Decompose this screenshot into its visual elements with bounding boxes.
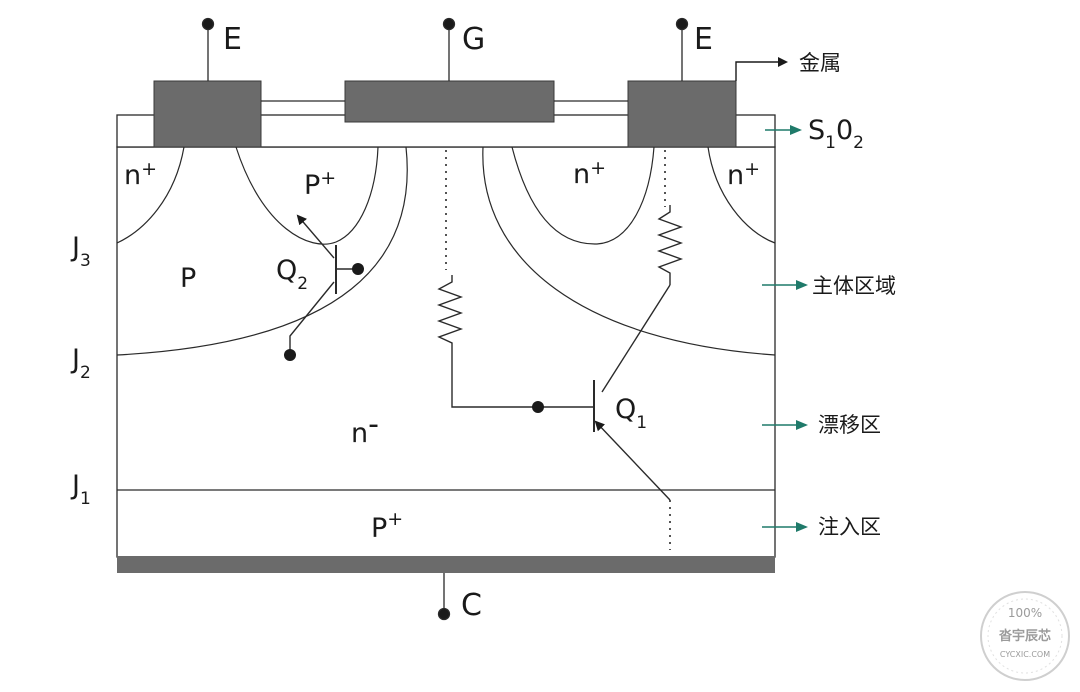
- q1-base-node: [532, 401, 544, 413]
- q2-base-node: [352, 263, 364, 275]
- device-outline: [116, 146, 776, 558]
- body-resistor: [656, 205, 684, 285]
- equivalent-circuit: [289, 205, 684, 501]
- j2-label: J2: [70, 344, 91, 383]
- j3-label: J3: [70, 232, 91, 271]
- body-region-callout-label: 主体区域: [812, 274, 896, 298]
- injection-region-callout-label: 注入区: [818, 515, 881, 539]
- terminal-leads: [201, 17, 689, 621]
- emitter-left-label: E: [223, 22, 242, 57]
- oxide-callout-label: S102: [808, 115, 864, 153]
- gate-label: G: [462, 22, 485, 57]
- emitter-metal-right: [627, 80, 737, 148]
- watermark-site: CYCXIC.COM: [1000, 650, 1050, 659]
- metal-callout-arrow: [735, 57, 788, 81]
- emitter-metal-left: [153, 80, 262, 148]
- n-drift-label: n-: [351, 407, 379, 449]
- q2-collector-node: [284, 349, 296, 361]
- metal-callout-label: 金属: [799, 51, 841, 75]
- q1-label: Q1: [615, 394, 647, 433]
- watermark-percent: 100%: [1008, 606, 1042, 620]
- gate-electrode: [344, 80, 555, 123]
- watermark-seal: 100% 沓宇辰芯 CYCXIC.COM: [980, 591, 1070, 681]
- n-plus-left-boundary: [116, 146, 185, 244]
- p-body-label: P: [180, 263, 196, 294]
- q2-label: Q2: [276, 255, 308, 294]
- collector-metal: [117, 556, 775, 573]
- q1-base-wire: [451, 352, 594, 408]
- n-plus-right-label: n+: [727, 158, 760, 191]
- q1-emitter-lead: [594, 420, 671, 501]
- drift-resistor: [436, 275, 464, 352]
- watermark-brand: 沓宇辰芯: [998, 628, 1051, 644]
- n-plus-center-label: n+: [573, 157, 606, 190]
- n-plus-right-boundary: [511, 146, 655, 245]
- j1-label: J1: [70, 470, 91, 509]
- p-substrate-label: P+: [371, 508, 403, 544]
- body-resistor-to-q1: [601, 284, 671, 393]
- collector-label: C: [461, 588, 482, 623]
- q2-collector-lead: [289, 281, 335, 355]
- emitter-right-label: E: [694, 22, 713, 57]
- q2-emitter-lead: [296, 214, 335, 259]
- p-plus-left-boundary: [235, 146, 379, 245]
- drift-region-callout-label: 漂移区: [818, 413, 881, 437]
- junction-curves: [116, 146, 776, 491]
- n-plus-far-right-boundary: [707, 146, 776, 244]
- n-plus-left-label: n+: [124, 158, 157, 191]
- p-body-left-boundary: [116, 146, 408, 356]
- p-plus-top-label: P+: [304, 167, 336, 201]
- p-body-right-boundary: [482, 146, 776, 356]
